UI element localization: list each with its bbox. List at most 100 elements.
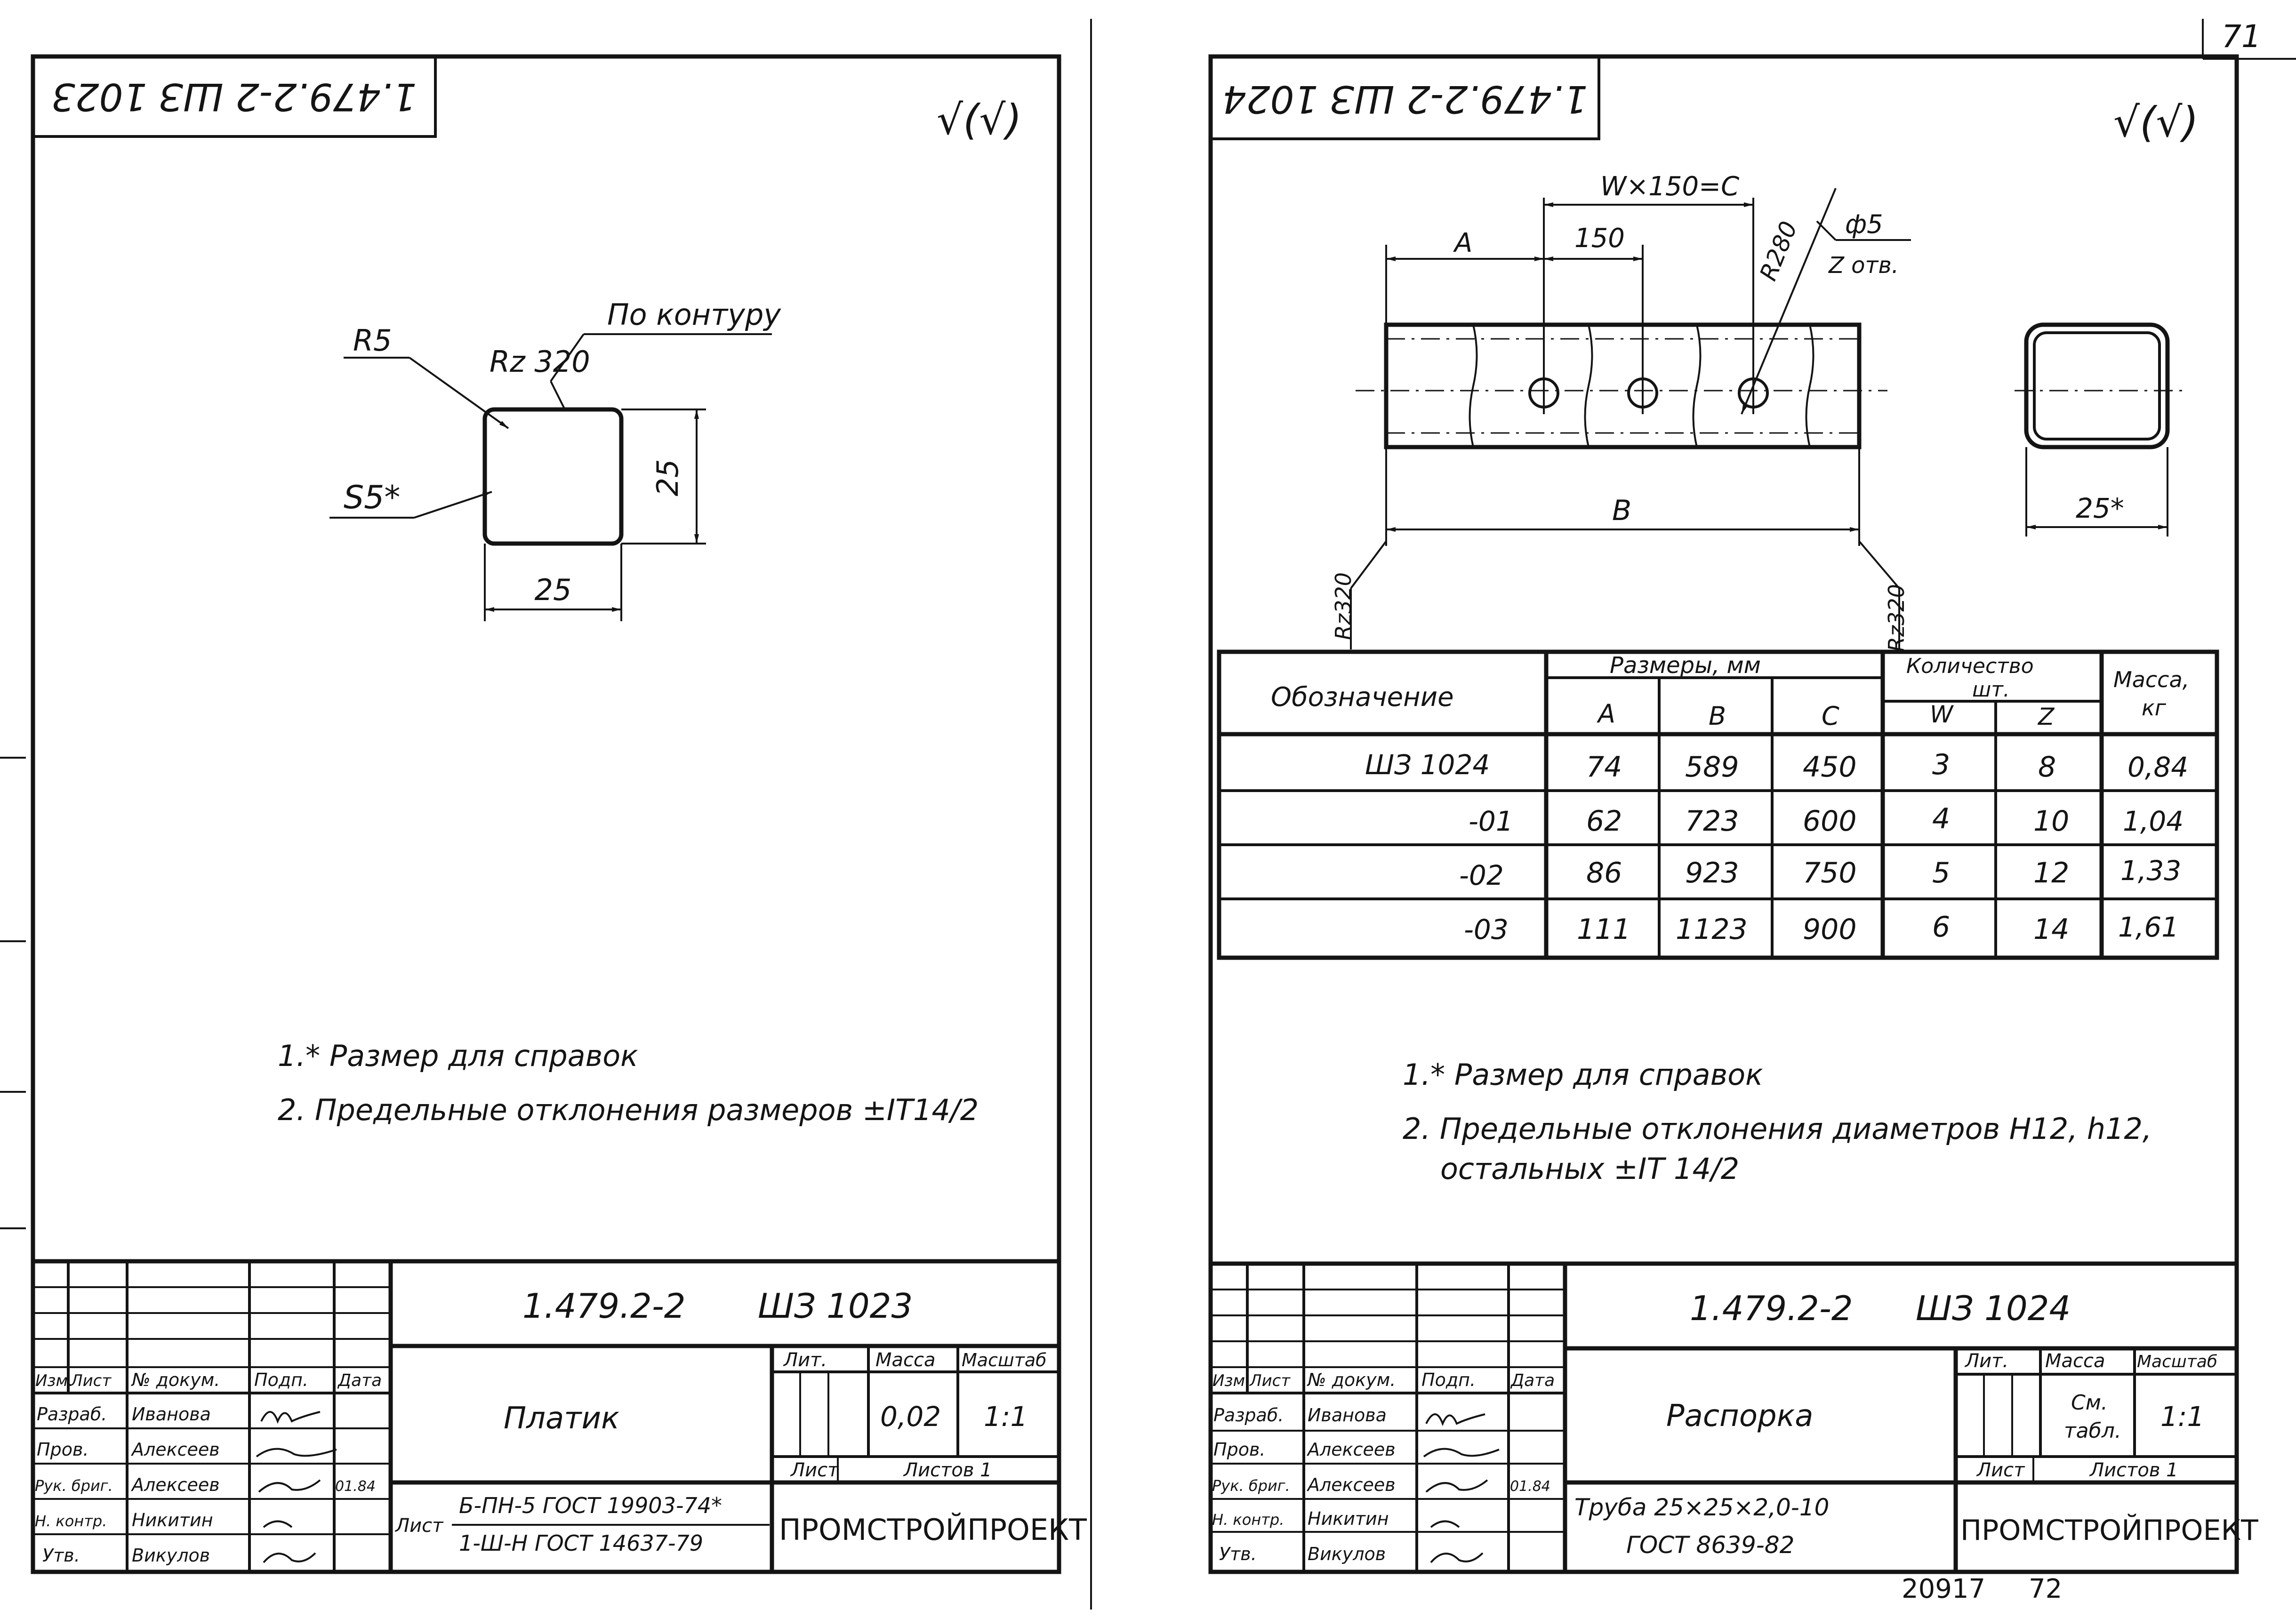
row-4-c: 900 (1803, 913, 1857, 946)
right-role-4: Н. контр. (1212, 1511, 1284, 1529)
left-tb-mass: 0,02 (880, 1401, 941, 1433)
row-2-w: 4 (1932, 802, 1950, 835)
left-name-5: Викулов (132, 1545, 210, 1566)
right-tb-sheets: Листов 1 (2089, 1459, 2178, 1481)
left-tb-code: 1.479.2-2 (522, 1286, 686, 1326)
row-2-b: 723 (1685, 805, 1739, 838)
left-surface-symbol: √(√) (937, 96, 1022, 144)
left-sheet: 1.479.2-2 ШЗ 1023 √(√) 25 25 R5 Rz 320 П… (31, 54, 1087, 1574)
hdr-col-c: C (1822, 701, 1839, 731)
right-role-1: Разраб. (1213, 1405, 1284, 1426)
row-4-name: -03 (1464, 913, 1509, 945)
right-tb-name: Распорка (1666, 1399, 1814, 1434)
page-number: 71 (2222, 18, 2261, 55)
row-2-a: 62 (1586, 805, 1622, 838)
hdr-mass-unit: кг (2142, 695, 2167, 721)
right-hdr-list: Лист (1249, 1371, 1291, 1390)
left-note-1: 1.* Размер для справок (278, 1039, 638, 1073)
tube-outline (1384, 322, 1862, 449)
row-1-a: 74 (1586, 751, 1622, 784)
right-stamp-text: 1.479.2-2 ШЗ 1024 (1222, 77, 1588, 121)
right-name-4: Никитин (1308, 1508, 1389, 1529)
right-tb-mass-2: табл. (2064, 1419, 2121, 1443)
row-1-b: 589 (1685, 751, 1739, 784)
row-3-name: -02 (1459, 859, 1504, 891)
left-margin-ticks (0, 757, 26, 1229)
footer-right-number: 72 (2029, 1574, 2062, 1604)
row-2-z: 10 (2033, 805, 2069, 838)
left-hdr-date: Дата (337, 1371, 382, 1390)
left-tb-org: ПРОМСТРОЙПРОЕКТ (779, 1513, 1087, 1547)
row-3-w: 5 (1932, 857, 1950, 889)
hdr-col-z: Z (2037, 703, 2055, 730)
left-role-2: Пров. (37, 1439, 88, 1460)
left-role-4: Н. контр. (35, 1512, 107, 1530)
left-hdr-izm: Изм. (35, 1371, 73, 1390)
row-3-z: 12 (2033, 857, 2069, 889)
table-row: -03 111 1123 900 6 14 1,61 (1464, 911, 2179, 946)
right-tb-org: ПРОМСТРОЙПРОЕКТ (1960, 1513, 2258, 1547)
hdr-qty-unit: шт. (1972, 678, 2010, 702)
platik-outline (482, 407, 624, 546)
right-hdr-doc: № докум. (1307, 1370, 1396, 1390)
row-4-w: 6 (1932, 911, 1950, 944)
left-hdr-sign: Подп. (254, 1370, 308, 1390)
wc-dim: W×150=C (1600, 171, 1739, 202)
right-tb-sheet: Лист (1976, 1459, 2025, 1481)
right-note-1: 1.* Размер для справок (1403, 1057, 1763, 1092)
row-3-b: 923 (1685, 857, 1739, 889)
right-tb-doc: ШЗ 1024 (1916, 1289, 2071, 1328)
row-4-b: 1123 (1676, 913, 1748, 946)
right-hdr-izm: Изм. (1212, 1371, 1250, 1390)
left-role-3: Рук. бриг. (35, 1477, 113, 1495)
right-tb-material-top: Труба 25×25×2,0-10 (1574, 1494, 1829, 1521)
left-tb-doc: ШЗ 1023 (758, 1286, 913, 1326)
right-role-5: Утв. (1219, 1544, 1257, 1564)
radius-callout: R5 (353, 323, 392, 358)
row-2-c: 600 (1803, 805, 1857, 838)
right-tb-scale-label: Масштаб (2137, 1352, 2217, 1371)
left-tb-sheets: Листов 1 (903, 1459, 992, 1481)
right-tb-material-bottom: ГОСТ 8639-82 (1626, 1531, 1794, 1559)
contour-callout: По контуру (607, 297, 781, 332)
hdr-designation: Обозначение (1271, 682, 1454, 713)
hdr-col-b: B (1709, 701, 1726, 731)
right-role-3: Рук. бриг. (1212, 1477, 1290, 1495)
left-tb-material-top: Б-ПН-5 ГОСТ 19903-74* (459, 1493, 722, 1518)
left-tb-sheet: Лист (790, 1459, 839, 1481)
row-2-m: 1,04 (2123, 805, 2184, 837)
left-name-2: Алексеев (130, 1439, 220, 1460)
left-tb-mass-label: Масса (875, 1349, 936, 1371)
left-tb-scale-label: Масштаб (962, 1350, 1047, 1370)
right-title-block: Изм. Лист № докум. Подп. Дата Разраб. Ив… (1211, 1261, 2258, 1572)
left-tb-material-prefix: Лист (394, 1515, 444, 1537)
right-role-2: Пров. (1213, 1439, 1265, 1460)
right-note-3: остальных ±IT 14/2 (1440, 1152, 1739, 1186)
left-name-1: Иванова (132, 1404, 211, 1425)
right-name-3: Алексеев (1306, 1474, 1396, 1495)
left-sheet-frame (31, 54, 1061, 1574)
left-tb-material-bottom: 1-Ш-Н ГОСТ 14637-79 (459, 1530, 703, 1556)
table-row: ШЗ 1024 74 589 450 3 8 0,84 (1365, 748, 2188, 784)
row-3-m: 1,33 (2120, 855, 2181, 887)
rz-right: Rz320 (1884, 584, 1909, 652)
row-4-a: 111 (1577, 913, 1631, 946)
left-tb-lit: Лит. (783, 1349, 827, 1371)
right-name-1: Иванова (1308, 1405, 1387, 1426)
left-name-4: Никитин (132, 1510, 213, 1530)
right-hdr-sign: Подп. (1421, 1370, 1476, 1390)
row-3-a: 86 (1586, 857, 1622, 889)
right-tb-scale: 1:1 (2160, 1401, 2204, 1433)
hdr-mass: Масса, (2113, 667, 2189, 692)
right-stamp-box (1209, 55, 1600, 140)
height-dim: 25 (650, 459, 685, 497)
row-1-z: 8 (2038, 751, 2056, 784)
right-note-2: 2. Предельные отклонения диаметров H12, … (1403, 1112, 2152, 1146)
row-2-name: -01 (1469, 805, 1513, 837)
row-3-c: 750 (1803, 857, 1857, 889)
holes-count-dim: Z отв. (1828, 252, 1899, 279)
right-signatures (1423, 1413, 1500, 1563)
left-title-block: Изм. Лист № докум. Подп. Дата Разраб. Ив… (33, 1259, 1087, 1572)
left-note-2: 2. Предельные отклонения размеров ±IT14/… (278, 1093, 979, 1127)
